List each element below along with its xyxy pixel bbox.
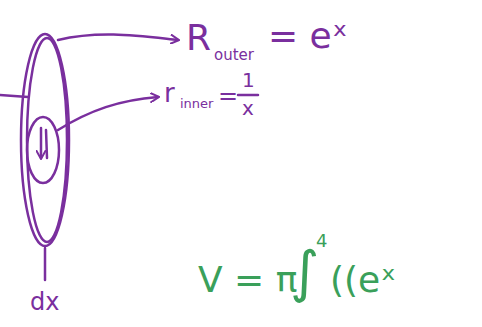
denominator: x: [242, 98, 254, 118]
subscript: outer: [214, 48, 254, 63]
integrand: ((eˣ: [330, 262, 396, 298]
differential: dx: [30, 290, 59, 314]
numerator: 1: [242, 70, 255, 90]
outer-disk: [21, 34, 69, 246]
inner-hole: [27, 117, 59, 183]
radius-arrow: [46, 130, 47, 158]
math-symbol: r: [164, 80, 175, 106]
subscript: inner: [180, 97, 213, 110]
tick: [44, 248, 47, 280]
integral-sign: ∫: [290, 244, 319, 300]
volume-formula: V = π: [198, 262, 297, 298]
math-symbol: R: [186, 20, 211, 56]
leader-arrow: [58, 35, 178, 40]
leader-arrow: [58, 97, 158, 130]
radius-arrow: [40, 128, 43, 158]
outer-disk-edge: [27, 38, 67, 242]
upper-limit: 4: [316, 232, 327, 250]
math-expression: = eˣ: [268, 18, 348, 54]
fraction-bar: [238, 94, 258, 97]
math-symbol: =: [218, 84, 238, 108]
